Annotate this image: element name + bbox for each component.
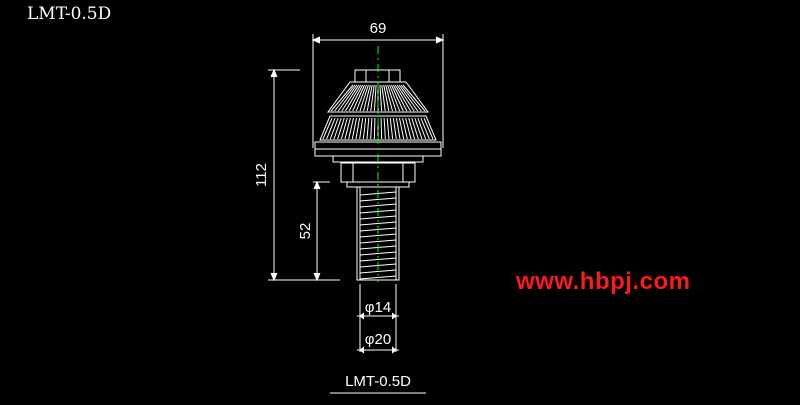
lower-slot-line [383,117,386,140]
upper-slot-line [341,84,360,112]
upper-slot-line [398,84,419,112]
upper-slot-line [373,84,377,112]
outer-diameter-label: φ20 [365,331,391,348]
head-width-dimension [311,34,445,148]
upper-slot-line [392,84,408,112]
lower-slot-line [370,117,373,140]
lower-slot-line [344,117,351,140]
lower-slot-line [423,117,434,140]
thread-length-dimension [313,180,330,282]
thread-line [359,275,397,280]
upper-slot-line [330,84,354,112]
thread-line [359,251,397,256]
lower-slot-line [386,117,390,140]
total-height-dimension [268,68,340,282]
upper-slot-line [391,84,404,112]
thread-line [359,203,397,208]
lower-slot-line [329,117,339,140]
thread-line [359,215,397,220]
lower-slot-line [398,117,405,140]
upper-slot-line [348,84,364,112]
lower-slot-line [420,117,430,140]
watermark-url: www.hbpj.com [516,268,691,295]
drawing-title-bottom: LMT-0.5D [345,373,411,390]
thread-line [359,239,397,244]
upper-slot-line [387,84,397,112]
thread-length-label: 52 [297,223,314,240]
thread-line [359,269,397,274]
upper-slot-line [381,84,386,112]
upper-slot-line [396,84,415,112]
thread-line [359,257,397,262]
drawing-title-top: LMT-0.5D [27,4,112,24]
upper-slot-line [359,84,369,112]
lower-slot-line [340,117,348,140]
lower-slot-line [322,117,333,140]
lower-slot-line [355,117,361,140]
thread-line [359,197,397,202]
upper-slot-line [394,84,411,112]
upper-slot-line [366,84,373,112]
lower-slot-line [348,117,354,140]
lower-slot-line [326,117,336,140]
lower-slot-line [380,117,383,140]
lower-slot-line [373,117,376,140]
lower-slot-line [402,117,408,140]
lower-slot-line [414,117,423,140]
lower-slot-line [362,117,367,140]
lower-slot-line [351,117,358,140]
lower-slot-line [405,117,412,140]
head-width-label: 69 [370,20,387,37]
upper-slot-line [400,84,422,112]
upper-slot-line [334,84,356,112]
lower-slot-line [408,117,416,140]
inner-diameter-label: φ14 [365,299,391,316]
lower-dome-slots [322,117,434,140]
upper-slot-line [352,84,365,112]
lower-slot-line [359,117,364,140]
upper-dome-slots [330,84,426,112]
upper-slot-line [345,84,362,112]
upper-slot-line [355,84,367,112]
lower-slot-line [366,117,370,140]
lower-slot-line [337,117,345,140]
upper-slot-line [379,84,383,112]
upper-slot-line [337,84,358,112]
lower-slot-line [392,117,397,140]
lower-slot-line [389,117,394,140]
lower-slot-line [417,117,427,140]
upper-slot-line [389,84,401,112]
upper-slot-line [383,84,390,112]
lower-slot-line [411,117,419,140]
upper-slot-line [385,84,393,112]
lower-slot-line [395,117,401,140]
thread-line [359,221,397,226]
diameter-dimensions [357,284,399,354]
upper-slot-line [363,84,371,112]
lower-slot-line [333,117,342,140]
total-height-label: 112 [253,163,270,187]
thread-line [359,233,397,238]
upper-slot-line [402,84,426,112]
upper-slot-line [370,84,375,112]
